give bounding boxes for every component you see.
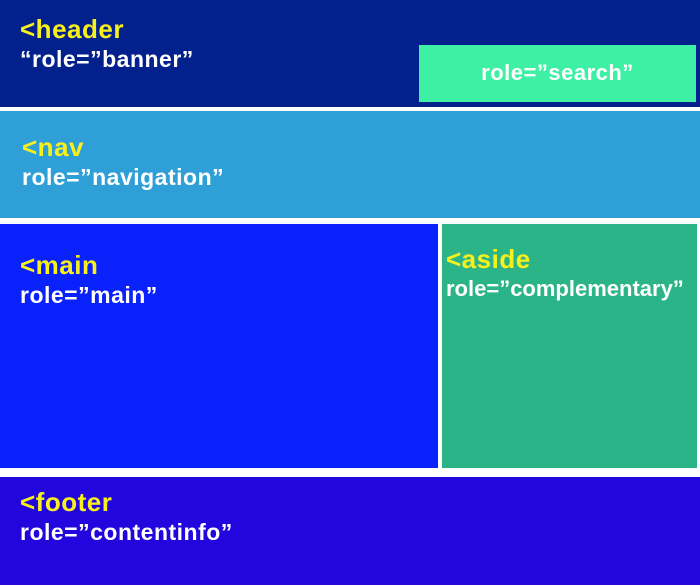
- main-role-label: role=”main”: [20, 282, 158, 309]
- nav-tag-label: <nav: [22, 132, 84, 162]
- main-tag-label: <main: [20, 250, 99, 280]
- search-role-label: role=”search”: [481, 60, 634, 86]
- nav-region: <nav role=”navigation”: [0, 111, 700, 218]
- aside-region: <aside role=”complementary”: [442, 224, 697, 468]
- footer-tag-label: <footer: [20, 487, 113, 517]
- aside-tag-label: <aside: [446, 244, 531, 274]
- header-region: <header “role=”banner” role=”search”: [0, 0, 700, 107]
- footer-region: <footer role=”contentinfo”: [0, 477, 700, 585]
- nav-role-label: role=”navigation”: [22, 164, 225, 191]
- search-region: role=”search”: [419, 45, 696, 102]
- aside-role-label: role=”complementary”: [446, 276, 684, 302]
- header-role-label: “role=”banner”: [20, 46, 194, 73]
- header-tag-label: <header: [20, 14, 124, 44]
- main-region: <main role=”main”: [0, 224, 438, 468]
- footer-role-label: role=”contentinfo”: [20, 519, 233, 546]
